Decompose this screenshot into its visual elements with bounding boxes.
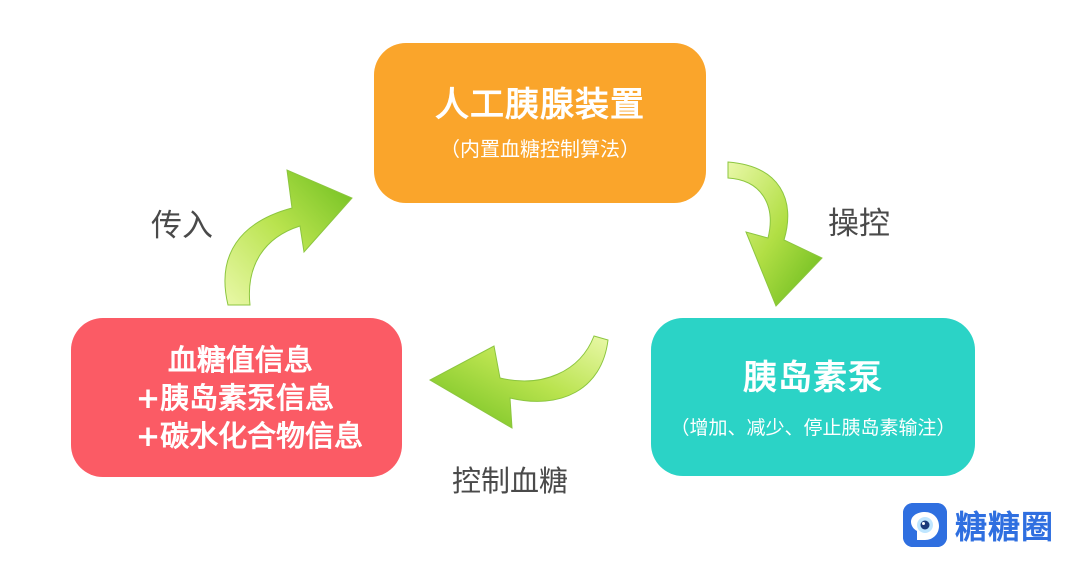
node-input-info-lines: 血糖值信息 +胰岛素泵信息 +碳水化合物信息 xyxy=(110,341,363,455)
arrow-left-to-top xyxy=(224,169,353,306)
node-artificial-pancreas: 人工胰腺装置 （内置血糖控制算法） xyxy=(374,43,706,203)
node-input-info: 血糖值信息 +胰岛素泵信息 +碳水化合物信息 xyxy=(71,318,402,477)
node-input-info-line: +碳水化合物信息 xyxy=(135,418,364,453)
edge-label-glucose-control: 控制血糖 xyxy=(452,464,569,498)
arrow-top-to-right xyxy=(727,161,823,307)
node-artificial-pancreas-title: 人工胰腺装置 xyxy=(435,84,645,125)
node-insulin-pump: 胰岛素泵 （增加、减少、停止胰岛素输注） xyxy=(651,318,975,476)
node-insulin-pump-subtitle: （增加、减少、停止胰岛素输注） xyxy=(670,417,956,439)
logo-badge-icon xyxy=(903,503,947,547)
node-insulin-pump-title: 胰岛素泵 xyxy=(743,358,883,399)
brand-logo: 糖糖圈 xyxy=(903,502,1054,548)
node-input-info-line: 血糖值信息 xyxy=(167,342,313,377)
edge-label-input: 传入 xyxy=(151,208,213,244)
logo-text: 糖糖圈 xyxy=(955,508,1055,546)
edge-label-control: 操控 xyxy=(828,206,890,242)
arrow-right-to-left xyxy=(428,335,609,429)
node-artificial-pancreas-subtitle: （内置血糖控制算法） xyxy=(440,137,640,162)
node-input-info-line: +胰岛素泵信息 xyxy=(135,380,335,415)
